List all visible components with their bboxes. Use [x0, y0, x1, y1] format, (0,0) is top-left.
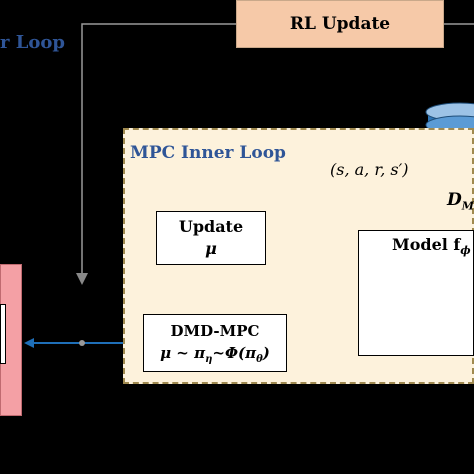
dmd-formula: μ ~ πη~Φ(πθ) [160, 344, 270, 365]
rl-update-label: RL Update [289, 14, 391, 34]
update-block: Update μ [156, 211, 266, 265]
inner-loop-label: MPC Inner Loop [130, 143, 286, 163]
outer-loop-label: r Loop [0, 32, 66, 53]
model-label: Model fϕ [392, 235, 471, 258]
update-title: Update [178, 217, 244, 236]
dmd-mpc-block: DMD-MPC μ ~ πη~Φ(πθ) [143, 314, 287, 372]
feedback-line [76, 23, 236, 285]
dataset-label: DM [447, 190, 474, 213]
update-mu: μ [205, 239, 217, 258]
model-block [358, 230, 474, 356]
transition-tuple: (s, a, r, s′) [330, 160, 409, 179]
rl-update-box: RL Update [236, 0, 444, 48]
dmd-title: DMD-MPC [170, 322, 260, 340]
environment-inner-box [0, 304, 6, 364]
